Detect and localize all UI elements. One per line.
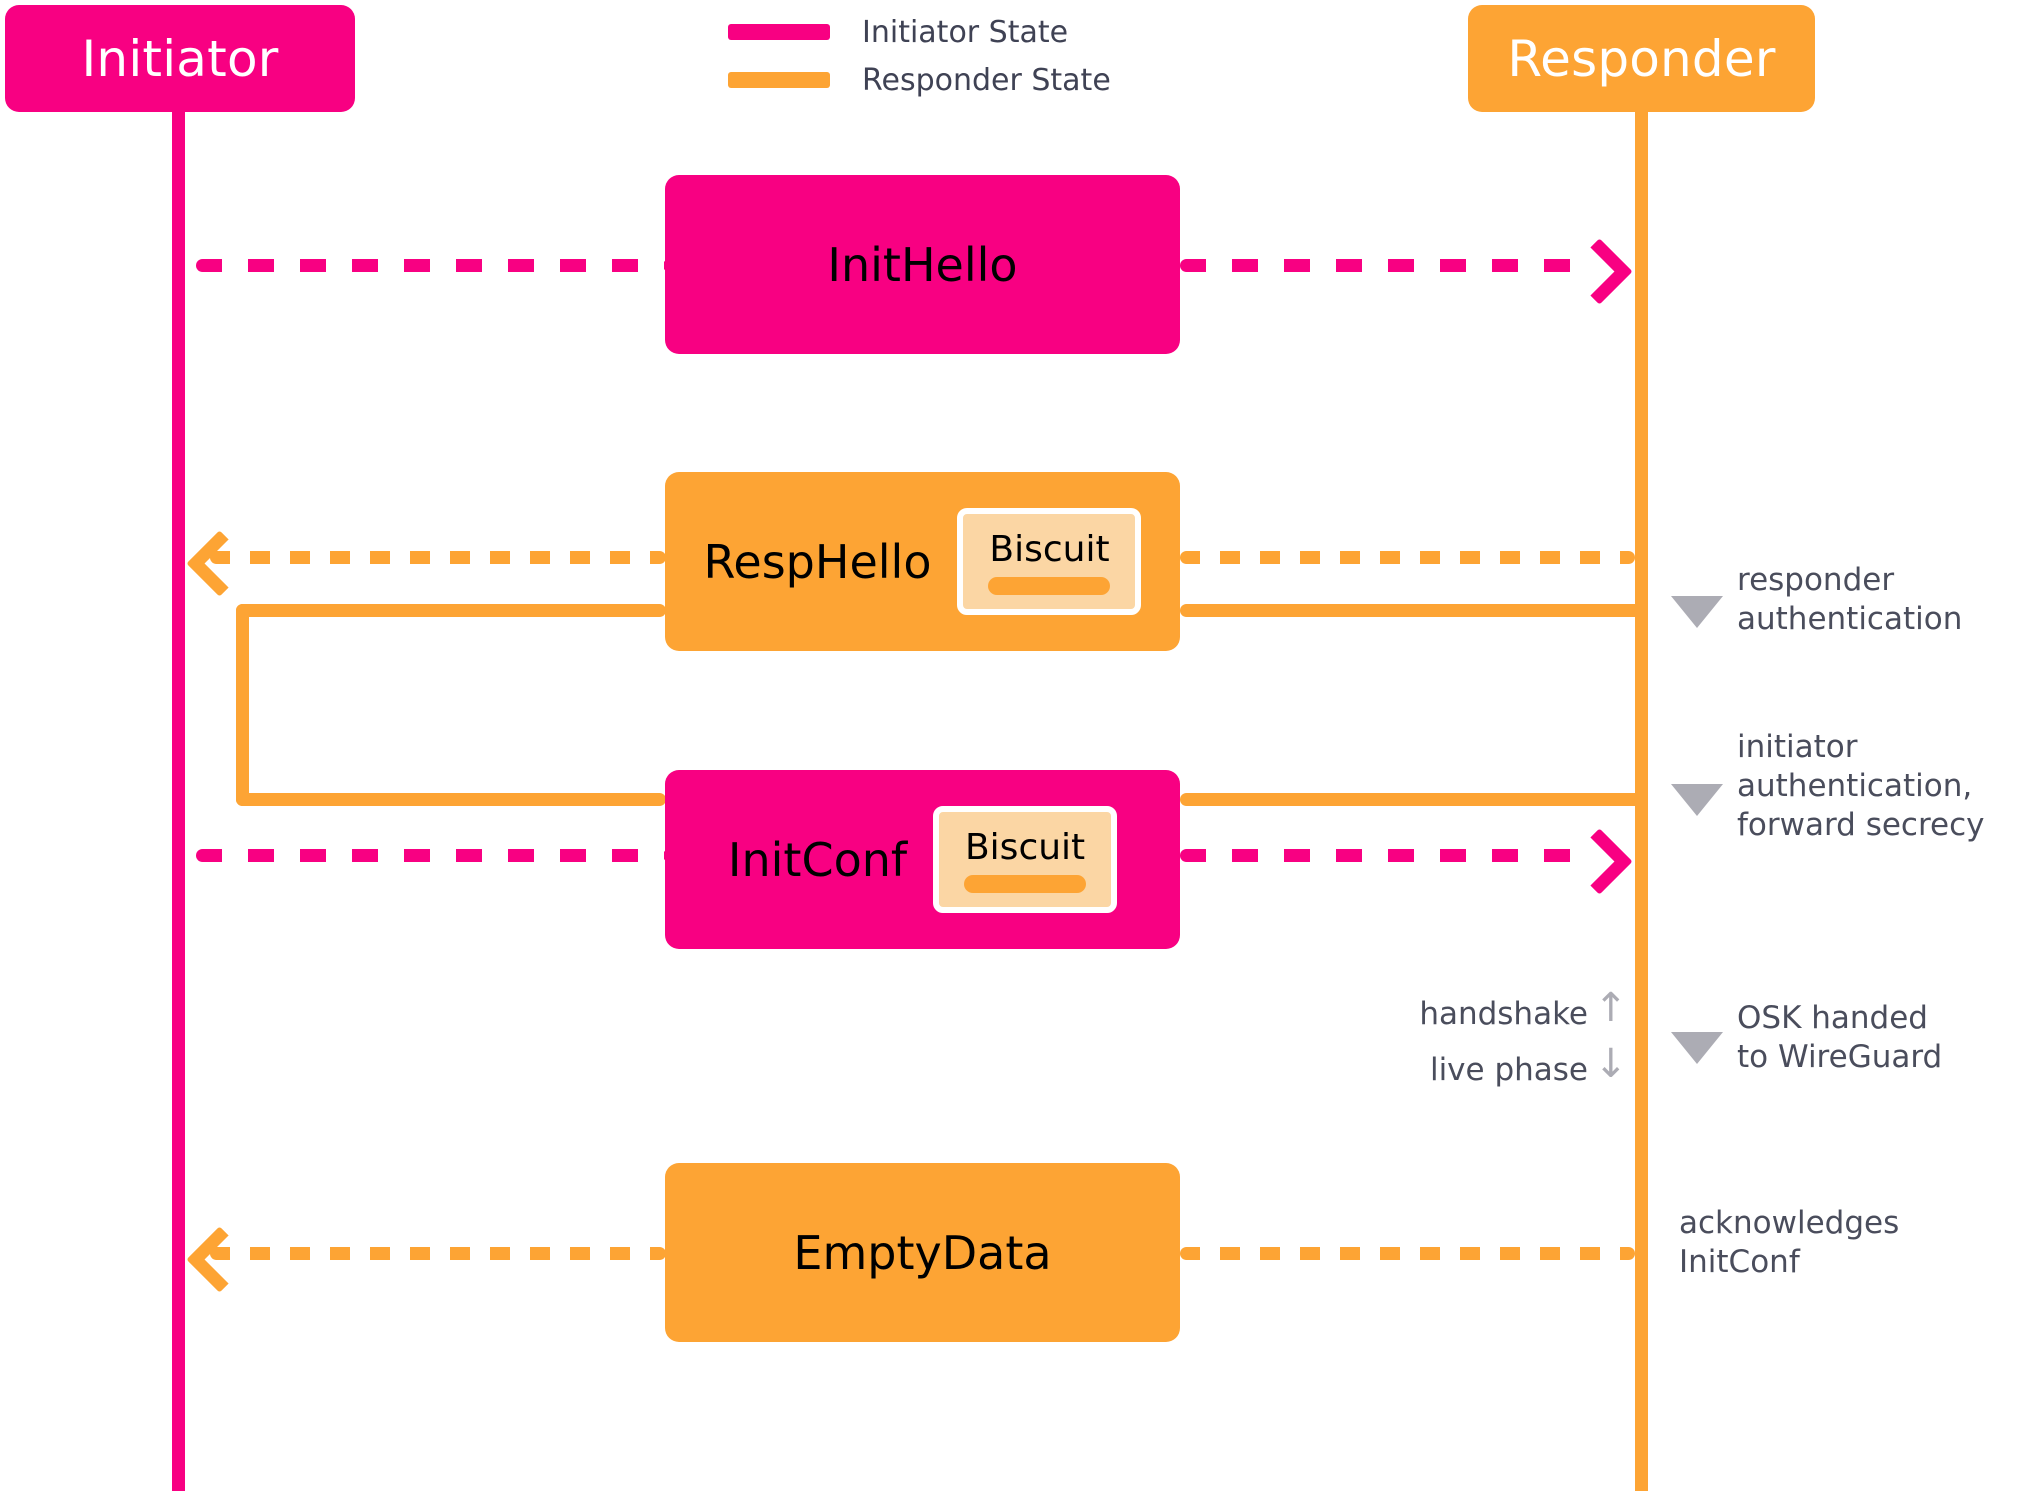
message-line-resphello-left (210, 551, 666, 564)
arrowhead-initconf (1566, 828, 1633, 895)
state-route-into-initconf (236, 793, 666, 806)
message-box-inithello: InitHello (665, 175, 1180, 354)
message-box-resphello: RespHello Biscuit (665, 472, 1180, 651)
biscuit-badge-resphello: Biscuit (957, 508, 1142, 615)
actor-initiator-label: Initiator (81, 29, 279, 88)
message-line-initconf-left (196, 849, 666, 862)
legend-item-initiator-state: Initiator State (728, 8, 1111, 56)
message-line-resphello-right (1180, 551, 1635, 564)
actor-responder-label: Responder (1507, 29, 1776, 88)
legend-label-initiator-state: Initiator State (862, 14, 1069, 50)
actor-initiator-header: Initiator (5, 5, 355, 112)
message-line-initconf-right (1180, 849, 1590, 862)
lifeline-initiator (172, 110, 185, 1491)
legend: Initiator State Responder State (728, 8, 1111, 104)
biscuit-label: Biscuit (964, 827, 1086, 868)
arrowhead-emptydata (186, 1226, 253, 1293)
state-route-vertical-bracket (236, 604, 249, 806)
message-label-emptydata: EmptyData (793, 1225, 1052, 1280)
message-label-initconf: InitConf (727, 832, 908, 887)
biscuit-label: Biscuit (989, 529, 1110, 570)
annotation-marker-osk (1671, 1032, 1723, 1064)
biscuit-bar (964, 875, 1087, 893)
annotation-osk-handed-to-wireguard: OSK handed to WireGuard (1737, 1000, 1943, 1075)
phase-arrow-up-icon: ↑ (1594, 985, 1628, 1031)
phase-label-handshake: handshake (1419, 996, 1588, 1032)
biscuit-badge-initconf: Biscuit (933, 806, 1118, 913)
annotation-marker-initiator-auth (1671, 784, 1723, 816)
arrowhead-inithello (1566, 238, 1633, 305)
message-line-emptydata-right (1180, 1247, 1635, 1260)
annotation-acknowledges-initconf: acknowledges InitConf (1679, 1205, 1900, 1280)
responder-state-swatch (728, 72, 830, 88)
legend-item-responder-state: Responder State (728, 56, 1111, 104)
message-line-inithello-right (1180, 259, 1590, 272)
phase-label-live: live phase (1429, 1052, 1588, 1088)
message-line-inithello-left (196, 259, 666, 272)
message-line-emptydata-left (210, 1247, 666, 1260)
legend-label-responder-state: Responder State (862, 62, 1111, 98)
message-label-resphello: RespHello (703, 534, 932, 589)
arrowhead-resphello (186, 530, 253, 597)
state-route-resphello-out (236, 604, 666, 617)
message-label-inithello: InitHello (827, 237, 1018, 292)
annotation-marker-responder-auth (1671, 596, 1723, 628)
actor-responder-header: Responder (1468, 5, 1815, 112)
phase-arrow-down-icon: ↓ (1594, 1041, 1628, 1087)
state-route-resphello-to-responder (1180, 604, 1642, 617)
annotation-initiator-authentication: initiator authentication, forward secrec… (1737, 729, 1985, 843)
biscuit-bar (988, 577, 1111, 595)
annotation-responder-authentication: responder authentication (1737, 562, 1963, 637)
message-box-emptydata: EmptyData (665, 1163, 1180, 1342)
state-route-initconf-to-responder (1180, 793, 1642, 806)
initiator-state-swatch (728, 24, 830, 40)
message-box-initconf: InitConf Biscuit (665, 770, 1180, 949)
